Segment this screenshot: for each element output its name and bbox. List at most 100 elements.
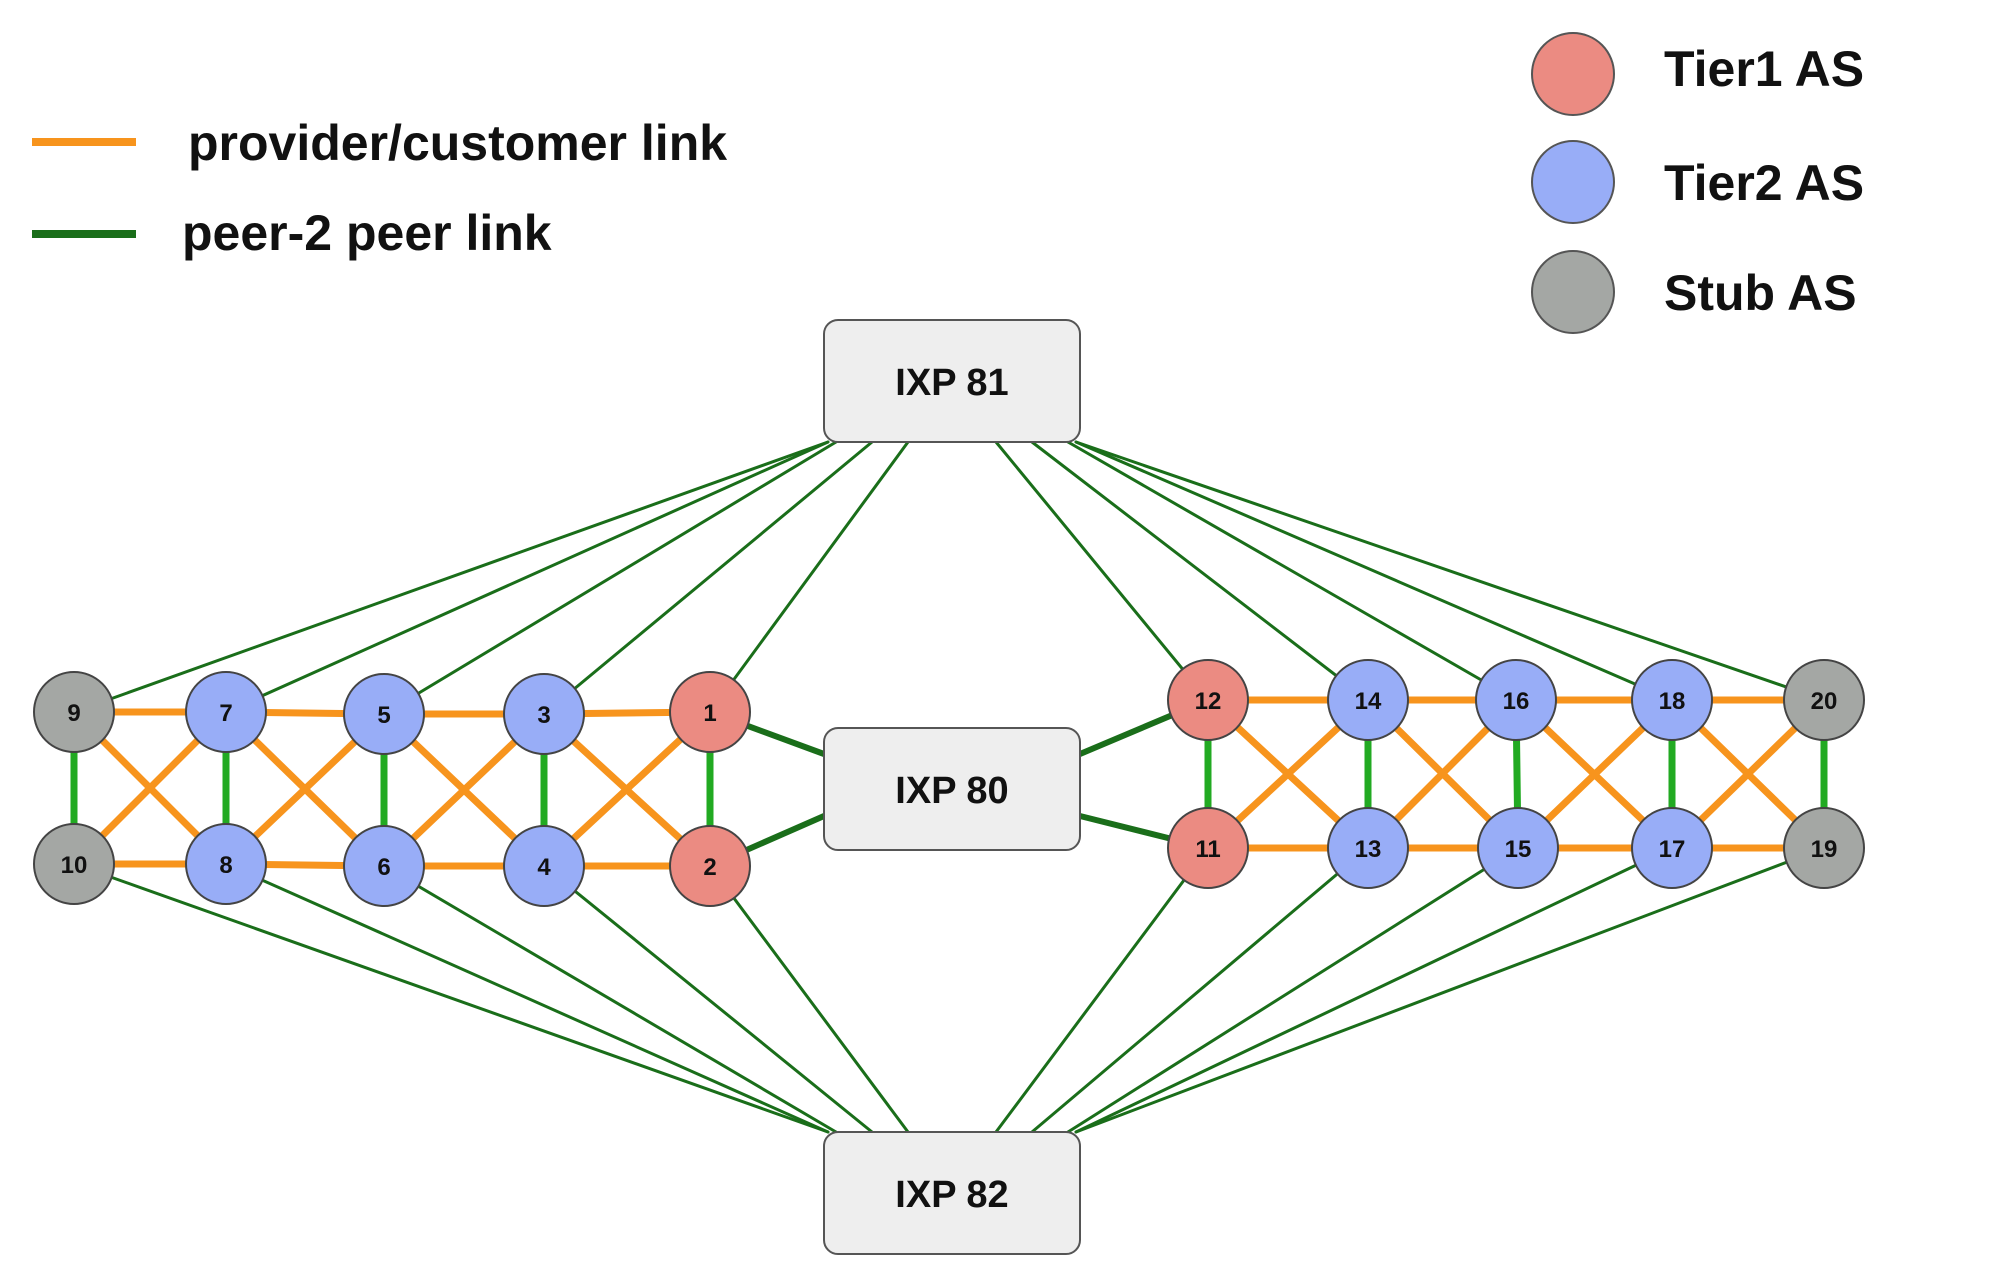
as-node-2-label: 2	[703, 854, 716, 881]
as-node-16-circle	[1475, 659, 1557, 741]
ixp-81-label: IXP 81	[895, 362, 1008, 404]
as-node-20-circle	[1783, 659, 1865, 741]
as-node-20: 20	[1783, 659, 1865, 741]
as-node-19-circle	[1783, 807, 1865, 889]
ixp-81-peer-link	[382, 440, 838, 716]
as-node-9: 9	[33, 671, 115, 753]
as-node-16-label: 16	[1503, 688, 1530, 715]
as-node-2: 2	[669, 825, 751, 907]
ixp-82-peer-link	[542, 864, 874, 1134]
as-node-5-circle	[343, 673, 425, 755]
tier1-legend-label: Tier1 AS	[1664, 41, 1864, 97]
as-node-4-circle	[503, 825, 585, 907]
ixp-81-peer-link	[1074, 440, 1826, 702]
as-node-15-label: 15	[1505, 836, 1532, 863]
as-node-13: 13	[1327, 807, 1409, 889]
ixp-81-peer-link	[224, 440, 830, 714]
ixp-81-peer-link	[1066, 440, 1518, 702]
as-node-18: 18	[1631, 659, 1713, 741]
stub-legend-label: Stub AS	[1664, 265, 1857, 321]
as-node-14-label: 14	[1355, 688, 1382, 715]
ixp-81-rect	[823, 319, 1081, 443]
as-node-8: 8	[185, 823, 267, 905]
as-node-15-circle	[1477, 807, 1559, 889]
as-node-4-label: 4	[537, 854, 551, 881]
ixp-82-peer-link	[72, 862, 830, 1134]
ixp-82-rect	[823, 1131, 1081, 1255]
as-node-17: 17	[1631, 807, 1713, 889]
as-node-15: 15	[1477, 807, 1559, 889]
as-node-11: 11	[1167, 807, 1249, 889]
as-node-6: 6	[343, 825, 425, 907]
ixp-82-peer-link	[994, 846, 1210, 1134]
as-node-11-label: 11	[1195, 836, 1220, 863]
as-node-20-label: 20	[1811, 688, 1838, 715]
as-node-18-circle	[1631, 659, 1713, 741]
as-node-17-circle	[1631, 807, 1713, 889]
ixp-80-box: IXP 80	[823, 727, 1081, 851]
ixp-82-label: IXP 82	[895, 1174, 1008, 1216]
as-node-19-label: 19	[1811, 836, 1838, 863]
as-node-1-circle	[669, 671, 751, 753]
as-node-19: 19	[1783, 807, 1865, 889]
as-node-9-circle	[33, 671, 115, 753]
as-node-7: 7	[185, 671, 267, 753]
peer-legend-label: peer-2 peer link	[182, 205, 552, 261]
as-node-1: 1	[669, 671, 751, 753]
ixp-81-peer-link	[708, 440, 910, 714]
as-node-12: 12	[1167, 659, 1249, 741]
tier2-legend-label: Tier2 AS	[1664, 155, 1864, 211]
as-node-9-label: 9	[67, 700, 80, 727]
tier2-legend-swatch	[1531, 140, 1615, 224]
as-node-17-label: 17	[1659, 836, 1686, 863]
as-node-10-circle	[33, 823, 115, 905]
as-node-12-circle	[1167, 659, 1249, 741]
ixp-80-label: IXP 80	[895, 770, 1008, 812]
as-node-2-circle	[669, 825, 751, 907]
as-node-13-label: 13	[1355, 836, 1382, 863]
as-node-8-label: 8	[219, 852, 232, 879]
ixp-82-peer-link	[1030, 846, 1370, 1134]
ixp-81-peer-link	[1074, 440, 1674, 702]
ixp-82-peer-link	[382, 864, 838, 1134]
as-node-5: 5	[343, 673, 425, 755]
ixp-82-peer-link	[708, 864, 910, 1134]
as-node-5-label: 5	[377, 702, 390, 729]
ixp-81-peer-link	[72, 440, 830, 714]
ixp-81-peer-link	[542, 440, 874, 716]
ixp-82-box: IXP 82	[823, 1131, 1081, 1255]
as-node-3: 3	[503, 673, 585, 755]
as-node-10-label: 10	[61, 852, 88, 879]
as-node-13-circle	[1327, 807, 1409, 889]
ixp-81-peer-link	[1030, 440, 1370, 702]
ixp-80-rect	[823, 727, 1081, 851]
as-node-6-label: 6	[377, 854, 390, 881]
as-node-14-circle	[1327, 659, 1409, 741]
provider-customer-legend-label: provider/customer link	[188, 115, 727, 171]
tier-legend: Tier1 AS Tier2 AS Stub AS	[1531, 32, 1864, 334]
as-node-18-label: 18	[1659, 688, 1686, 715]
link-legend: provider/customer link peer-2 peer link	[32, 115, 727, 261]
ixp-82-peer-link	[1074, 846, 1674, 1134]
ixp-82-peer-link	[1074, 846, 1826, 1134]
ixp-81-peer-link	[994, 440, 1210, 702]
as-node-6-circle	[343, 825, 425, 907]
as-node-4: 4	[503, 825, 585, 907]
as-node-11-circle	[1167, 807, 1249, 889]
tier1-legend-swatch	[1531, 32, 1615, 116]
as-node-3-label: 3	[537, 702, 550, 729]
as-node-3-circle	[503, 673, 585, 755]
ixp-82-peer-link	[1066, 846, 1520, 1134]
as-node-10: 10	[33, 823, 115, 905]
as-node-16: 16	[1475, 659, 1557, 741]
as-node-1-label: 1	[703, 700, 716, 727]
as-node-8-circle	[185, 823, 267, 905]
stub-legend-swatch	[1531, 250, 1615, 334]
as-node-7-label: 7	[219, 700, 232, 727]
as-node-7-circle	[185, 671, 267, 753]
as-node-12-label: 12	[1195, 688, 1222, 715]
ixp-82-peer-link	[224, 862, 830, 1134]
ixp-81-box: IXP 81	[823, 319, 1081, 443]
